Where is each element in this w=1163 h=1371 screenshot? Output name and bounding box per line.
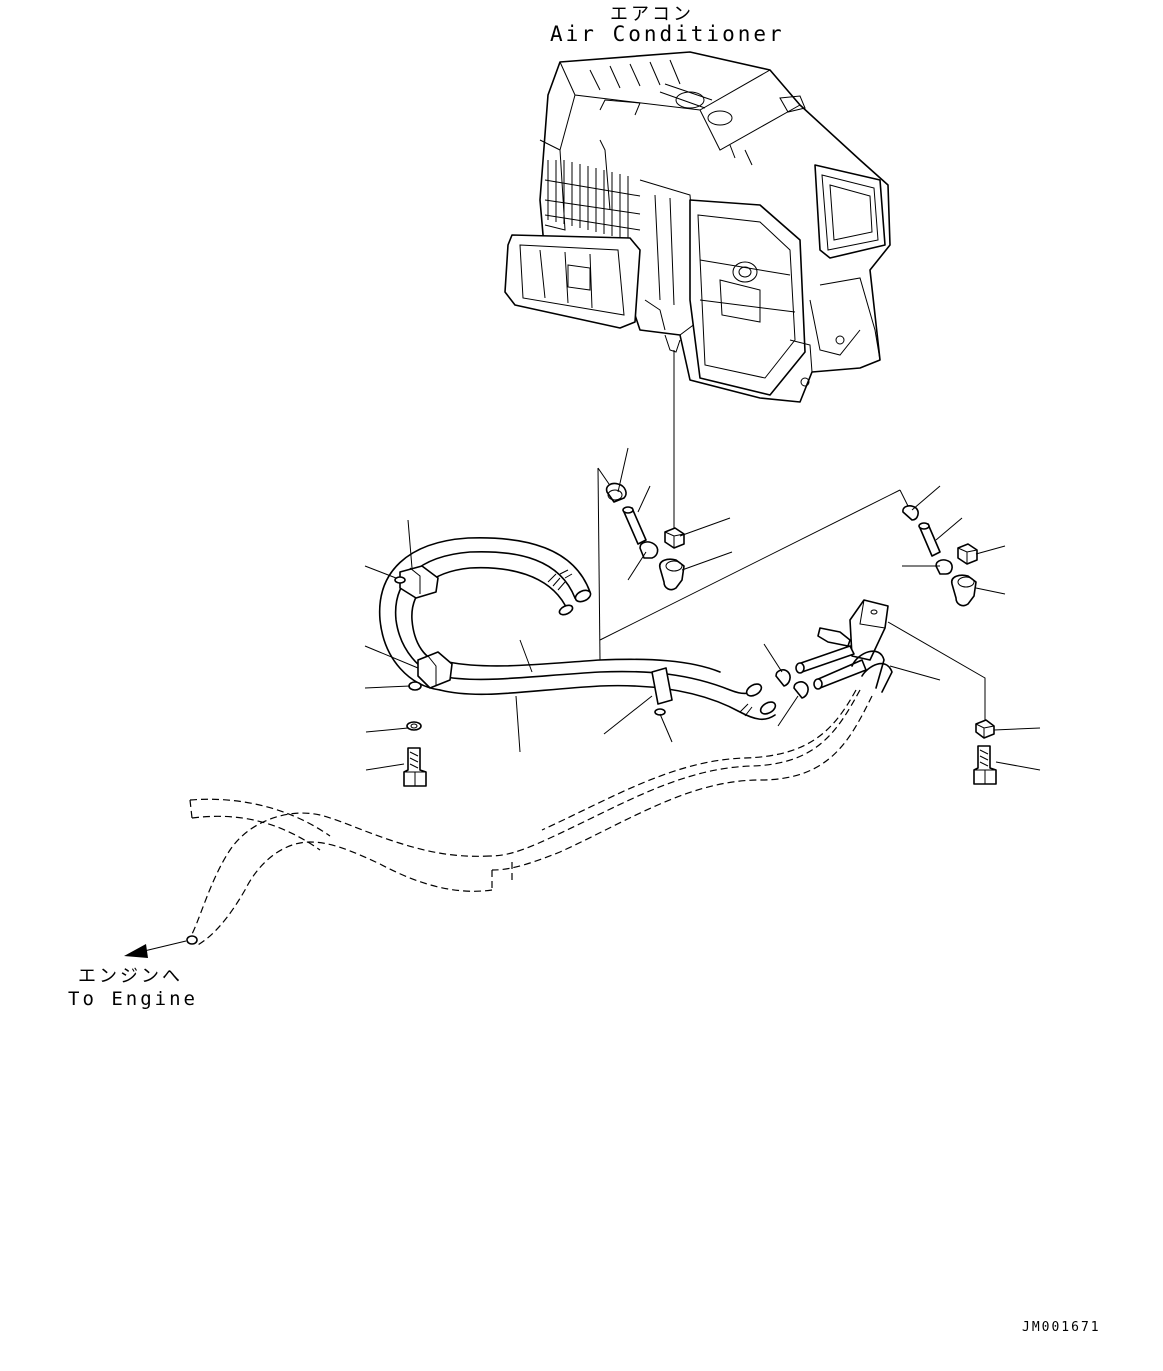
hose-bracket-assembly: [763, 599, 1041, 785]
engine-label-jp: エンジンへ: [78, 966, 183, 987]
engine-hose-route: [124, 689, 873, 958]
hose-fittings-left: [597, 350, 733, 661]
air-conditioner-unit: [504, 51, 891, 403]
air-conditioner-label-jp: エアコン: [610, 4, 694, 25]
heater-hose-assembly: [364, 519, 777, 787]
drawing-code: JM001671: [1022, 1320, 1101, 1335]
air-conditioner-label-en: Air Conditioner: [550, 22, 785, 46]
hose-fittings-right: [599, 485, 1006, 641]
engine-label-en: To Engine: [68, 988, 198, 1010]
